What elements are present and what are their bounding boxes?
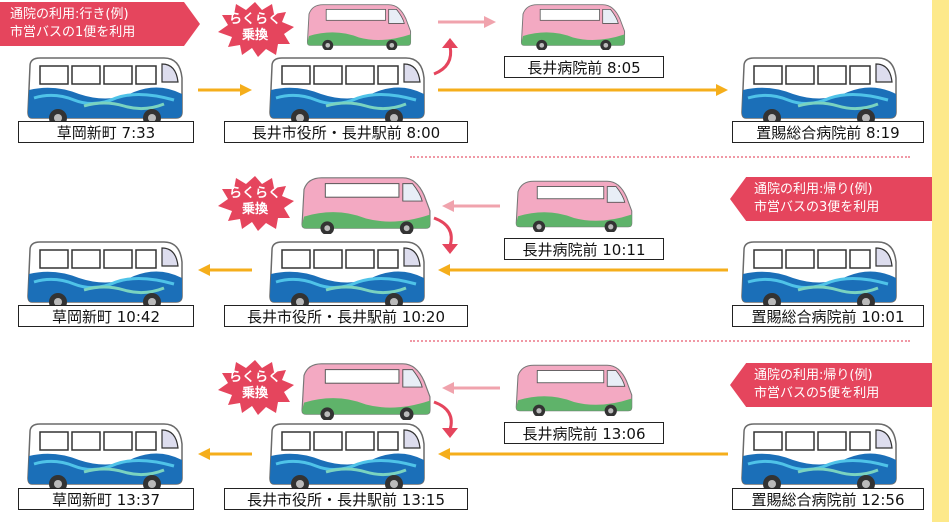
stop-label-destination-2: 置賜総合病院前 10:01 bbox=[732, 305, 924, 327]
arrow-left-orange-3a bbox=[198, 448, 252, 460]
burst-2-line1: らくらく bbox=[228, 186, 281, 201]
arrow-left-orange-2a bbox=[198, 264, 252, 276]
arrow-left-pink-2 bbox=[442, 200, 500, 212]
route-tag-2-line2: 市営バスの3便を利用 bbox=[754, 200, 880, 215]
city-bus-1a bbox=[24, 54, 184, 124]
right-accent-strip bbox=[932, 0, 949, 522]
route-tag-2: 通院の利用:帰り(例) 市営バスの3便を利用 bbox=[730, 177, 932, 221]
route-tag-3-line2: 市営バスの5便を利用 bbox=[754, 386, 880, 401]
city-bus-3b bbox=[266, 420, 426, 490]
transfer-burst-2: らくらく 乗換 bbox=[214, 174, 296, 232]
city-bus-1c bbox=[738, 54, 898, 124]
community-van-3b bbox=[510, 360, 638, 416]
community-van-1a bbox=[296, 0, 422, 50]
curved-arrow-up-1 bbox=[433, 38, 458, 76]
stop-label-destination-1: 置賜総合病院前 8:19 bbox=[732, 121, 924, 143]
city-bus-2c bbox=[738, 238, 898, 308]
stop-label-transfer-1: 長井市役所・長井駅前 8:00 bbox=[224, 121, 468, 143]
community-van-3a bbox=[296, 358, 436, 420]
city-bus-2a bbox=[24, 238, 184, 308]
burst-3-line1: らくらく bbox=[228, 370, 281, 385]
route-tag-1-line1: 通院の利用:行き(例) bbox=[10, 7, 129, 22]
stop-label-midpoint-3: 長井病院前 13:06 bbox=[504, 422, 664, 444]
divider-dotted-1 bbox=[410, 156, 910, 162]
city-bus-1b bbox=[266, 54, 426, 124]
burst-2-line2: 乗換 bbox=[241, 202, 268, 217]
arrow-left-pink-3 bbox=[442, 382, 500, 394]
arrow-left-orange-2b bbox=[438, 264, 728, 276]
stop-label-midpoint-1: 長井病院前 8:05 bbox=[504, 56, 664, 78]
curved-arrow-down-3 bbox=[433, 400, 458, 438]
route-tag-3: 通院の利用:帰り(例) 市営バスの5便を利用 bbox=[730, 363, 932, 407]
community-van-2a bbox=[296, 172, 436, 234]
community-van-1b bbox=[510, 0, 636, 50]
transfer-burst-1: らくらく 乗換 bbox=[214, 0, 296, 58]
city-bus-3c bbox=[738, 420, 898, 490]
stop-label-transfer-2: 長井市役所・長井駅前 10:20 bbox=[224, 305, 468, 327]
curved-arrow-down-2 bbox=[433, 216, 458, 254]
route-tag-2-line1: 通院の利用:帰り(例) bbox=[754, 182, 873, 197]
stop-label-destination-3: 置賜総合病院前 12:56 bbox=[732, 488, 924, 510]
arrow-left-orange-3b bbox=[438, 448, 728, 460]
divider-dotted-2 bbox=[410, 340, 910, 346]
route-tag-3-line1: 通院の利用:帰り(例) bbox=[754, 368, 873, 383]
stop-label-midpoint-2: 長井病院前 10:11 bbox=[504, 238, 664, 260]
burst-1-line2: 乗換 bbox=[241, 28, 268, 43]
arrow-right-orange-1a bbox=[198, 84, 252, 96]
burst-3-line2: 乗換 bbox=[241, 386, 268, 401]
arrow-right-pink-1 bbox=[438, 16, 496, 28]
stop-label-origin-2: 草岡新町 10:42 bbox=[18, 305, 194, 327]
transfer-burst-3: らくらく 乗換 bbox=[214, 358, 296, 416]
community-van-2b bbox=[510, 176, 638, 232]
stop-label-origin-3: 草岡新町 13:37 bbox=[18, 488, 194, 510]
route-tag-1-line2: 市営バスの1便を利用 bbox=[10, 25, 136, 40]
city-bus-3a bbox=[24, 420, 184, 490]
city-bus-2b bbox=[266, 238, 426, 308]
stop-label-transfer-3: 長井市役所・長井駅前 13:15 bbox=[224, 488, 468, 510]
route-tag-1: 通院の利用:行き(例) 市営バスの1便を利用 bbox=[0, 2, 200, 46]
stop-label-origin-1: 草岡新町 7:33 bbox=[18, 121, 194, 143]
burst-1-line1: らくらく bbox=[228, 12, 281, 27]
arrow-right-orange-1b bbox=[438, 84, 728, 96]
